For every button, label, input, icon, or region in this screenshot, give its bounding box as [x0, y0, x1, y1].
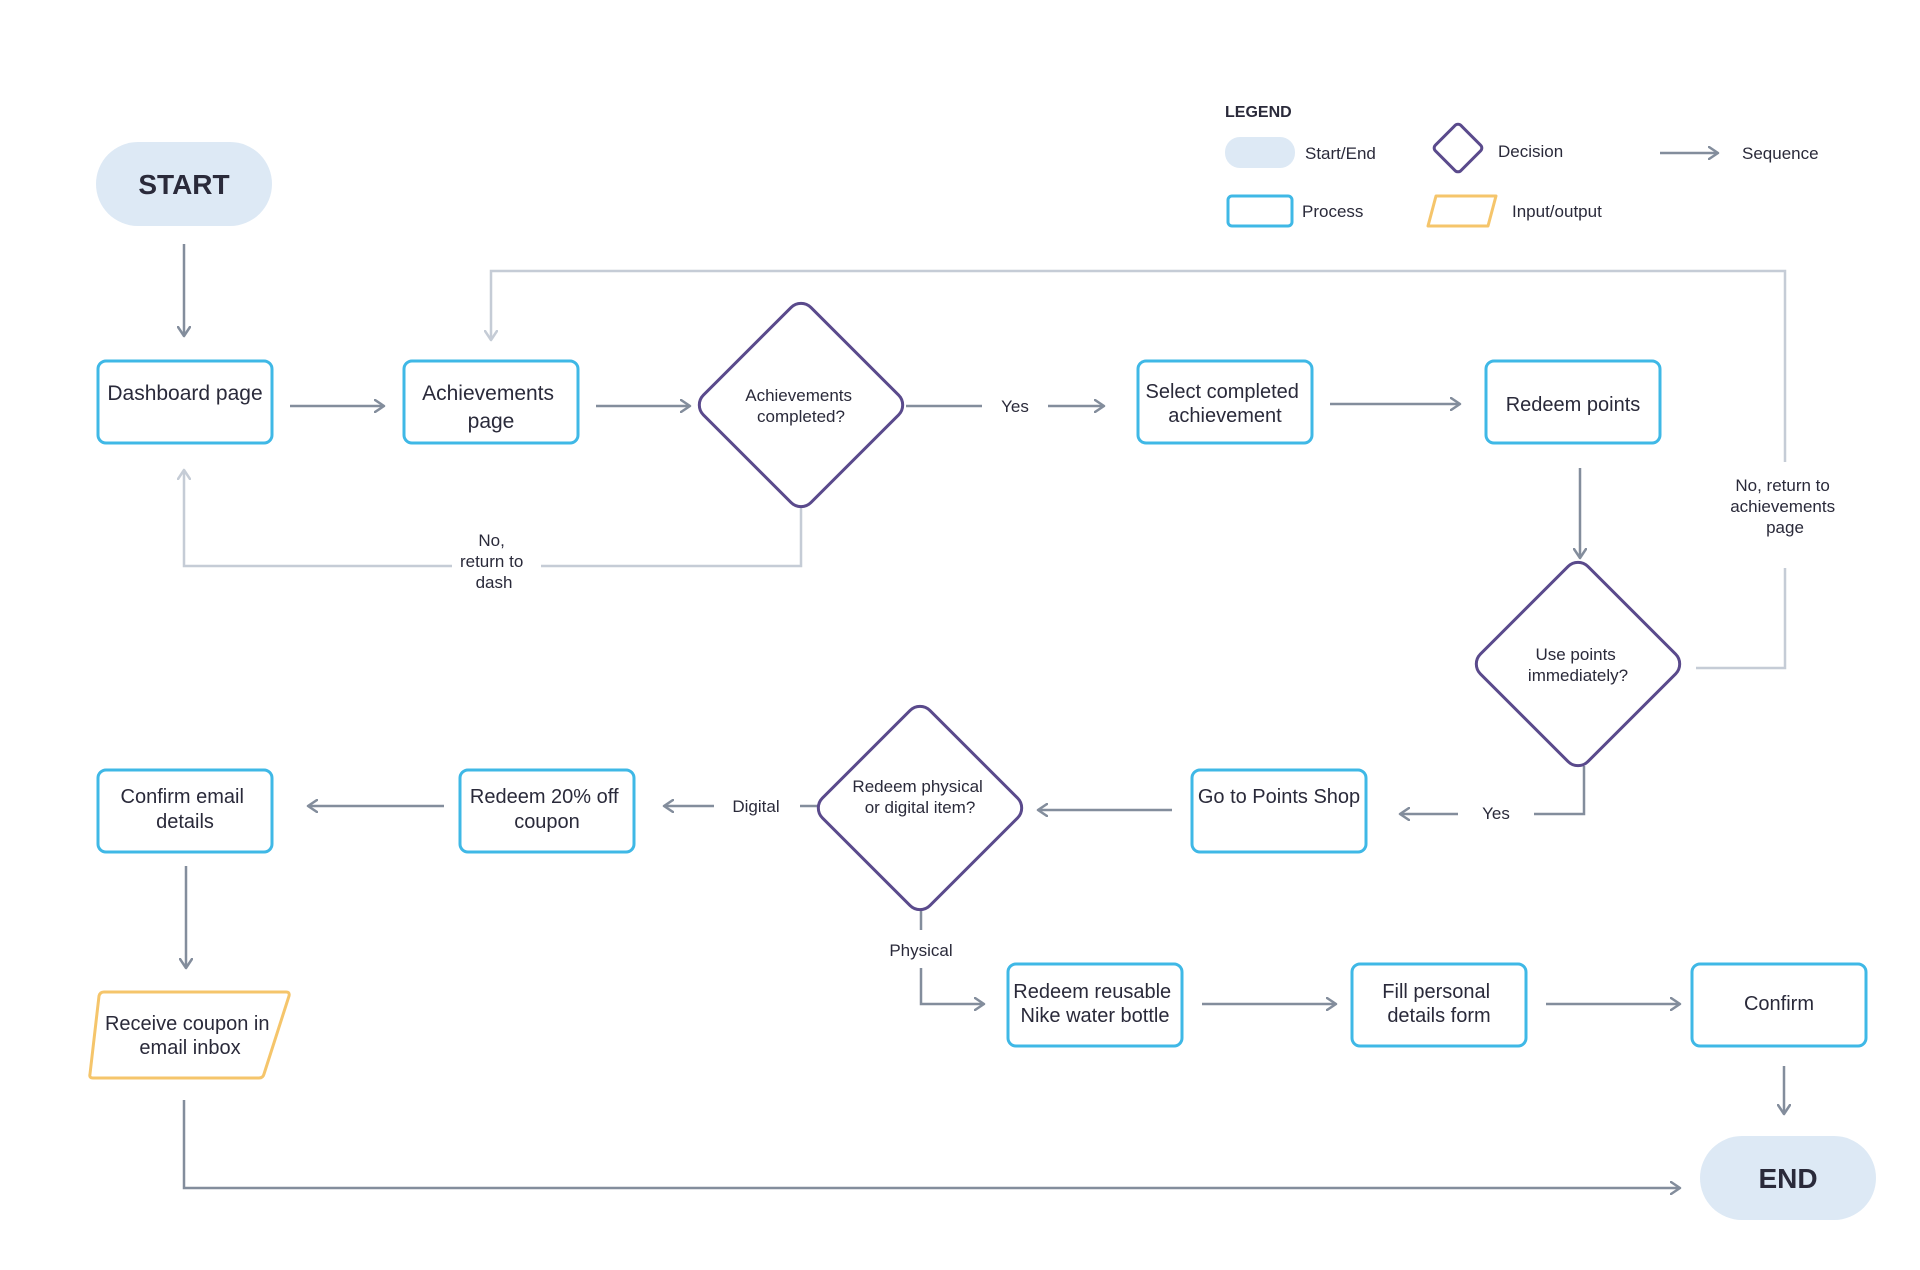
- svg-text:Use points immediately?: Use points immediately?: [1528, 645, 1628, 685]
- start-label: START: [138, 169, 229, 200]
- edge-label-digital: Digital: [732, 797, 779, 816]
- decision-physical-or-digital: Redeem physical or digital item?: [816, 704, 1024, 912]
- svg-text:Go to Points Shop: Go to Points Shop: [1198, 786, 1360, 808]
- legend-decision-swatch: [1432, 122, 1484, 174]
- edge-label-no-return-dash: No, return to dash: [460, 531, 528, 592]
- legend-input-output-label: Input/output: [1512, 202, 1602, 221]
- arrow-no-return-achievements-upper: [491, 269, 1787, 462]
- decision-use-points-immediately: Use points immediately?: [1474, 560, 1682, 768]
- svg-text:Confirm email details: Confirm email details: [121, 786, 250, 833]
- process-achievements-page: Achievements page: [402, 359, 580, 445]
- line-no-return-achievements-lower: [1696, 568, 1787, 670]
- svg-text:Receive coupon in email: Receive coupon in email inbox: [105, 1013, 275, 1059]
- svg-text:Redeem points: Redeem points: [1506, 394, 1641, 416]
- decision-achievements-completed: Achievements completed?: [697, 301, 905, 509]
- svg-text:Confirm: Confirm: [1744, 993, 1814, 1015]
- svg-text:Redeem physical or digit: Redeem physical or digital item?: [852, 777, 987, 817]
- line-no-return-dash-right: [541, 504, 803, 568]
- svg-text:Select completed achieve: Select completed achievement: [1146, 381, 1305, 427]
- arrow-physical-to-bottle: [919, 968, 984, 1004]
- edge-label-yes-use-points: Yes: [1482, 804, 1510, 823]
- legend-start-end-swatch: [1225, 137, 1295, 168]
- connectors: [184, 244, 1785, 1188]
- process-select-completed-achievement: Select completed achievement: [1136, 359, 1314, 445]
- process-confirm-email-details: Confirm email details: [96, 768, 274, 854]
- process-redeem-water-bottle: Redeem reusable Nike water bottle: [1006, 962, 1184, 1048]
- legend-title: LEGEND: [1225, 104, 1292, 121]
- svg-text:Fill personal details fo: Fill personal details form: [1382, 981, 1495, 1027]
- legend: LEGEND Start/End Decision Sequence Proce…: [1225, 104, 1819, 228]
- legend-start-end-label: Start/End: [1305, 144, 1376, 163]
- legend-process-swatch: [1226, 194, 1294, 228]
- svg-text:Achievements page: Achievements page: [422, 382, 560, 433]
- edge-label-physical: Physical: [889, 941, 952, 960]
- process-fill-personal-details: Fill personal details form: [1350, 962, 1528, 1048]
- legend-sequence-label: Sequence: [1742, 144, 1819, 163]
- edge-labels: Yes No, return to dash No, return to ach…: [460, 397, 1840, 960]
- edge-label-yes-achievements: Yes: [1001, 397, 1029, 416]
- process-dashboard-page: Dashboard page: [96, 359, 274, 445]
- io-receive-coupon: Receive coupon in email inbox: [88, 990, 291, 1080]
- legend-input-output-swatch: [1426, 194, 1498, 228]
- svg-text:Achievements completed?: Achievements completed?: [745, 386, 857, 426]
- svg-text:Redeem reusable Nike wat: Redeem reusable Nike water bottle: [1013, 981, 1176, 1027]
- arrow-no-return-dash-left: [184, 470, 452, 568]
- start-node: START: [96, 142, 272, 226]
- end-node: END: [1700, 1136, 1876, 1220]
- legend-process-label: Process: [1302, 202, 1363, 221]
- end-label: END: [1758, 1163, 1817, 1194]
- edge-label-no-return-achievements: No, return to achievements page: [1730, 476, 1840, 537]
- line-use-points-yes: [1534, 766, 1586, 816]
- process-redeem-coupon: Redeem 20% off coupon: [458, 768, 636, 854]
- process-redeem-points: Redeem points: [1484, 359, 1662, 445]
- process-confirm: Confirm: [1690, 962, 1868, 1048]
- svg-text:Redeem 20% off coupon: Redeem 20% off coupon: [470, 786, 624, 833]
- legend-decision-label: Decision: [1498, 142, 1563, 161]
- process-go-to-points-shop: Go to Points Shop: [1190, 768, 1368, 854]
- svg-text:Dashboard page: Dashboard page: [107, 382, 262, 405]
- arrow-receive-coupon-to-end: [182, 1100, 1680, 1188]
